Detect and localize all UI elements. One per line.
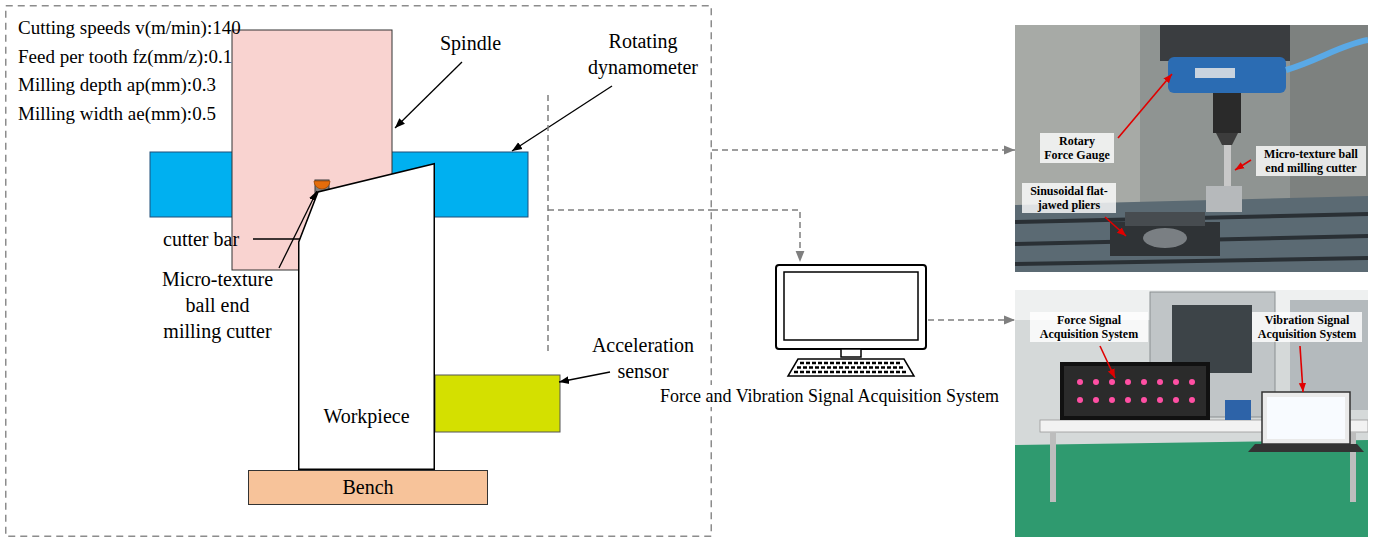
machine-photo xyxy=(1125,212,1205,226)
machine-photo xyxy=(1216,133,1238,145)
ball-end-cutter xyxy=(314,181,330,189)
computer-icon xyxy=(784,272,918,340)
signal-line xyxy=(548,209,712,211)
acceleration-sensor xyxy=(435,375,560,432)
photo-callout: Sinusoidal flat-jawed pliers xyxy=(1022,183,1116,213)
machine-photo xyxy=(1015,258,1368,264)
lab-photo xyxy=(1015,290,1368,537)
lab-photo xyxy=(1267,397,1345,439)
signal-line xyxy=(547,95,549,352)
leader-line xyxy=(559,372,610,382)
computer-icon xyxy=(841,349,861,357)
computer-icon xyxy=(788,359,914,376)
photo-pointer xyxy=(1235,160,1251,170)
workpiece-block: Workpiece xyxy=(298,163,435,470)
lab-photo xyxy=(1093,379,1099,385)
system-caption: Force and Vibration Signal Acquisition S… xyxy=(660,385,999,407)
signal-line xyxy=(548,95,712,352)
lab-photo xyxy=(1125,379,1131,385)
photo-panel: Rotary Force GaugeSinusoidal flat-jawed … xyxy=(1015,25,1368,272)
lab-photo xyxy=(1157,379,1163,385)
part-label: Rotating dynamometer xyxy=(578,28,708,80)
parameter-text: Cutting speeds v(m/min):140 xyxy=(18,14,699,43)
lab-photo xyxy=(1015,290,1368,537)
lab-photo xyxy=(1093,397,1099,403)
leader-line xyxy=(512,86,612,151)
machine-photo xyxy=(1286,40,1368,70)
lab-photo xyxy=(1109,397,1115,403)
photo-pointer xyxy=(1100,74,1303,392)
computer-icon xyxy=(776,265,926,349)
lab-photo xyxy=(1141,397,1147,403)
node-label: Bench xyxy=(342,476,393,499)
photo-callout: Force Signal Acquisition System xyxy=(1030,312,1148,342)
dashed-frame xyxy=(6,6,712,537)
lab-photo xyxy=(1262,392,1350,444)
lab-photo xyxy=(1248,444,1364,452)
machine-photo xyxy=(1015,25,1368,272)
lab-photo xyxy=(1077,379,1083,385)
computer-icon xyxy=(800,362,902,365)
lab-photo xyxy=(1064,366,1206,416)
photo-pointer xyxy=(1118,74,1172,138)
computer-icon xyxy=(797,366,905,369)
machine-photo xyxy=(1015,25,1140,205)
lab-photo xyxy=(1189,397,1195,403)
machine-photo xyxy=(1015,25,1368,272)
machine-photo xyxy=(1213,93,1241,133)
setup-frame: Cutting speeds v(m/min):140Feed per toot… xyxy=(5,5,712,537)
photo-callout: Micro-texture ball end milling cutter xyxy=(1256,146,1366,176)
lab-photo xyxy=(1125,397,1131,403)
machine-photo xyxy=(1168,57,1286,93)
lab-photo xyxy=(1060,362,1210,420)
lab-photo xyxy=(1189,379,1195,385)
photo-pointer xyxy=(1300,346,1303,392)
lab-photo xyxy=(1050,432,1056,502)
machine-photo xyxy=(1195,68,1235,78)
lab-photo xyxy=(1109,379,1115,385)
lab-photo xyxy=(1173,397,1179,403)
computer-icon xyxy=(776,265,926,376)
lab-photo xyxy=(1225,400,1251,420)
computer-icon: Force and Vibration Signal Acquisition S… xyxy=(772,262,928,377)
lab-photo xyxy=(1157,397,1163,403)
machine-photo xyxy=(1206,186,1242,212)
signal-connector xyxy=(712,210,800,262)
photo-callout: Rotary Force Gauge xyxy=(1040,133,1114,163)
lab-photo xyxy=(1173,379,1179,385)
node-label: Workpiece xyxy=(323,405,409,428)
part-label: Acceleration sensor xyxy=(578,332,708,384)
acceleration-sensor xyxy=(435,375,560,432)
machine-photo xyxy=(1160,25,1290,61)
lab-photo xyxy=(1077,397,1083,403)
ball-end-cutter xyxy=(314,181,330,189)
signal-connector xyxy=(712,149,1015,151)
photo-pointer xyxy=(1105,217,1126,236)
lab-photo xyxy=(1141,379,1147,385)
part-label: cutter bar xyxy=(163,226,239,252)
bench-block: Bench xyxy=(248,470,488,505)
part-label: Micro-texture ball end milling cutter xyxy=(155,266,280,344)
part-label: Spindle xyxy=(440,30,501,56)
parameter-text: Milling width ae(mm):0.5 xyxy=(18,100,699,129)
leader-line xyxy=(395,62,462,128)
workpiece-outline xyxy=(299,164,435,470)
lab-photo xyxy=(1350,432,1356,502)
lab-photo xyxy=(1015,440,1368,537)
computer-icon xyxy=(794,371,908,374)
machine-photo xyxy=(1143,228,1187,248)
machine-photo xyxy=(1224,145,1231,187)
signal-connector xyxy=(928,319,1015,321)
photo-panel: Force Signal Acquisition System Vibration… xyxy=(1015,290,1368,537)
photo-callout: Vibration Signal Acquisition System xyxy=(1252,312,1362,342)
machine-photo xyxy=(1110,222,1220,256)
photo-pointer xyxy=(1100,346,1115,378)
lab-photo xyxy=(1077,379,1195,403)
